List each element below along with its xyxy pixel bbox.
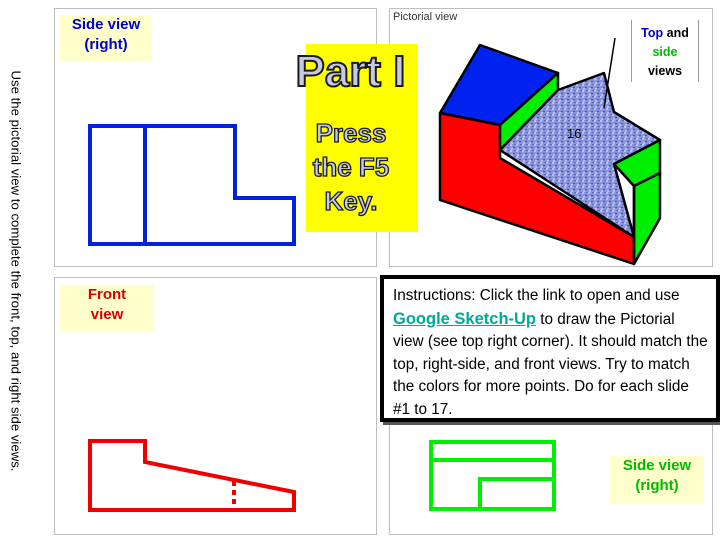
dimension-label: 16	[567, 126, 582, 141]
side-view-label-top: Side view (right)	[60, 15, 152, 61]
side-view-label-bottom: Side view (right)	[610, 456, 704, 504]
pictorial-drawing	[438, 43, 662, 266]
views-word: views	[647, 64, 683, 78]
part-highlight-box	[306, 44, 418, 232]
press-line3: Key.	[324, 185, 378, 216]
instructions-after: to draw the Pictorial view (see top righ…	[393, 310, 708, 418]
pictorial-right-green-face	[632, 171, 662, 266]
side-view-outline	[88, 124, 296, 246]
side-view-bottom-line1: Side view	[622, 457, 692, 474]
top-view-drawing	[429, 440, 556, 511]
top-view-notch	[478, 477, 554, 509]
press-line2: the F5	[312, 151, 390, 182]
pictorial-leader-line	[603, 37, 616, 109]
press-line1: Press	[315, 117, 387, 148]
pictorial-view-label: Pictorial view	[393, 11, 458, 23]
top-side-views-callout: Top and side views	[631, 20, 699, 82]
front-view-drawing	[88, 439, 296, 512]
side-view-drawing	[88, 124, 296, 246]
top-and-line: Top and	[632, 24, 698, 43]
part-title: Part I	[294, 46, 406, 97]
press-key-text: Press the F5 Key.	[276, 116, 426, 218]
side-word: side	[652, 45, 678, 59]
top-view-outline	[429, 440, 556, 511]
front-view-label-line1: Front	[87, 286, 127, 303]
front-view-outline	[88, 439, 296, 512]
top-word: Top	[641, 26, 664, 40]
instructions-box: Instructions: Click the link to open and…	[380, 275, 720, 422]
front-view-label-line2: view	[90, 306, 124, 323]
side-view-label-line1: Side view	[71, 16, 141, 33]
pictorial-floor-speckled-face	[498, 71, 662, 239]
google-sketchup-link[interactable]: Google Sketch-Up	[393, 309, 537, 328]
side-view-label-line2: (right)	[84, 36, 128, 53]
side-view-bottom-line2: (right)	[635, 477, 679, 494]
instructions-before: Instructions: Click the link to open and…	[393, 287, 680, 304]
front-view-label: Front view	[60, 285, 154, 331]
and-word: and	[663, 26, 689, 40]
